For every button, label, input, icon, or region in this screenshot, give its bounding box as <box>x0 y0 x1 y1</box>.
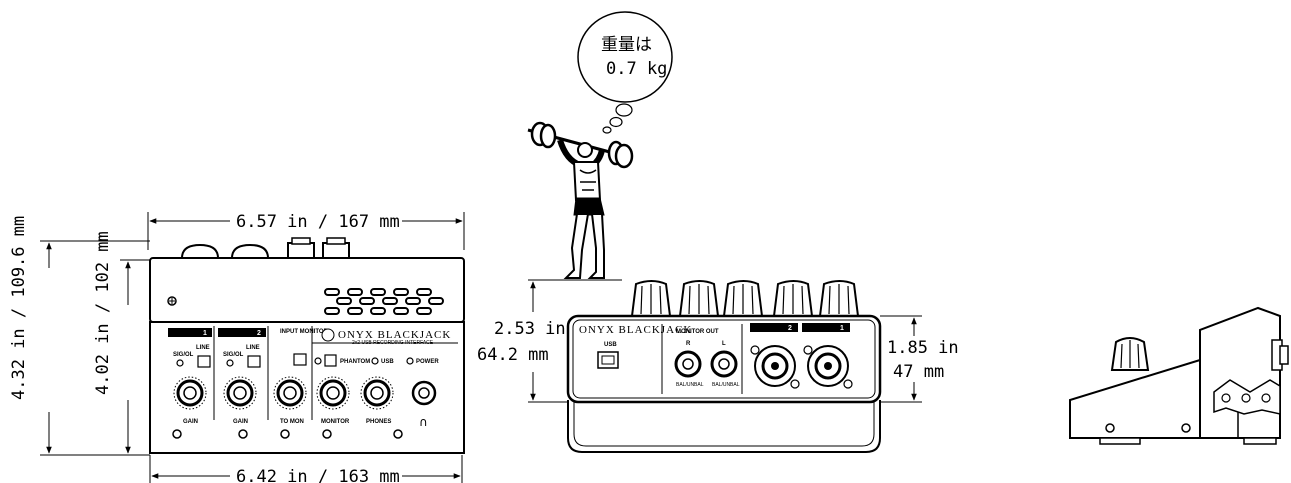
ch1-number: 1 <box>203 330 207 337</box>
weight-bubble: 重量は 0.7 kg <box>577 11 673 134</box>
rear-top-knobs <box>630 280 860 317</box>
usb-led <box>371 357 379 365</box>
rear-view: 2.53 in 64.2 mm ONYX BLACKJACK USB <box>477 279 959 453</box>
input-monitor-switch[interactable] <box>293 353 307 366</box>
rear-jack-height-in: 1.85 in <box>887 338 959 358</box>
gain-label-1: GAIN <box>183 419 198 425</box>
top-view: 6.57 in / 167 mm 4.32 in / 109.6 mm 4.02… <box>9 212 465 483</box>
screw-icon-row <box>172 429 403 439</box>
line-switch-2[interactable] <box>247 355 261 368</box>
r-label: R <box>686 341 691 347</box>
side-screw-icon <box>1105 423 1115 433</box>
gain-label-2: GAIN <box>233 419 248 425</box>
sig-led-2 <box>226 359 234 367</box>
rear-usb-label: USB <box>604 342 617 348</box>
sig-ol-label-2: SIG/OL <box>223 352 244 358</box>
power-label: POWER <box>416 359 439 365</box>
monitor-out-l-jack[interactable] <box>710 350 738 378</box>
rear-ch2: 2 <box>788 325 792 332</box>
monitor-out-label: MONITOR OUT <box>676 329 719 335</box>
line-label-2: LINE <box>246 345 260 351</box>
bubble-line2: 0.7 kg <box>606 59 667 79</box>
combo-jack-1[interactable] <box>803 345 853 389</box>
line-switch-1[interactable] <box>197 355 211 368</box>
bottom-width-dimension: 6.42 in / 163 mm <box>236 467 400 483</box>
phones-knob[interactable] <box>360 376 394 410</box>
monitor-label: MONITOR <box>321 419 350 425</box>
rear-height-in: 2.53 in <box>494 319 566 339</box>
rear-ch1: 1 <box>840 325 844 332</box>
combo-jack-2[interactable] <box>750 345 800 389</box>
usb-label: USB <box>381 359 394 365</box>
to-mon-label: TO MON <box>280 419 304 425</box>
strongman-figure <box>527 121 634 279</box>
vent-slots <box>324 288 444 315</box>
sig-ol-label-1: SIG/OL <box>173 352 194 358</box>
phantom-led <box>314 357 322 365</box>
phantom-switch[interactable] <box>324 354 337 367</box>
bal-unbal-l: BAL/UNBAL <box>712 382 740 388</box>
outer-depth-in: 4.32 in / 109.6 mm <box>9 216 29 400</box>
gain-knob-2[interactable] <box>223 376 257 410</box>
front-brand: ONYX BLACKJACK <box>338 329 451 341</box>
headphone-jack[interactable] <box>411 380 437 406</box>
rear-height-mm: 64.2 mm <box>477 345 549 365</box>
bal-unbal-r: BAL/UNBAL <box>676 382 704 388</box>
line-label-1: LINE <box>196 345 210 351</box>
power-led <box>406 357 414 365</box>
rear-jack-height-mm: 47 mm <box>893 362 944 382</box>
top-width-dimension: 6.57 in / 167 mm <box>236 212 400 232</box>
side-view <box>1069 306 1289 445</box>
gain-knob-1[interactable] <box>173 376 207 410</box>
ch2-number: 2 <box>257 330 261 337</box>
headphones-icon: ∩ <box>419 415 428 429</box>
monitor-out-r-jack[interactable] <box>674 350 702 378</box>
phones-label: PHONES <box>366 419 391 425</box>
phantom-label: PHANTOM <box>340 359 370 365</box>
sig-led-1 <box>176 359 184 367</box>
rear-brand: ONYX BLACKJACK <box>579 324 692 336</box>
inner-depth-dimension: 4.02 in / 102 mm <box>93 231 113 395</box>
to-mon-knob[interactable] <box>273 376 307 410</box>
l-label: L <box>722 341 726 347</box>
input-monitor-label: INPUT MONITOR <box>280 329 329 335</box>
front-brand-sub: 2x2 USB RECORDING INTERFACE <box>352 340 434 346</box>
monitor-knob[interactable] <box>316 376 350 410</box>
side-screw-icon <box>1181 423 1191 433</box>
bubble-line1: 重量は <box>601 35 652 55</box>
